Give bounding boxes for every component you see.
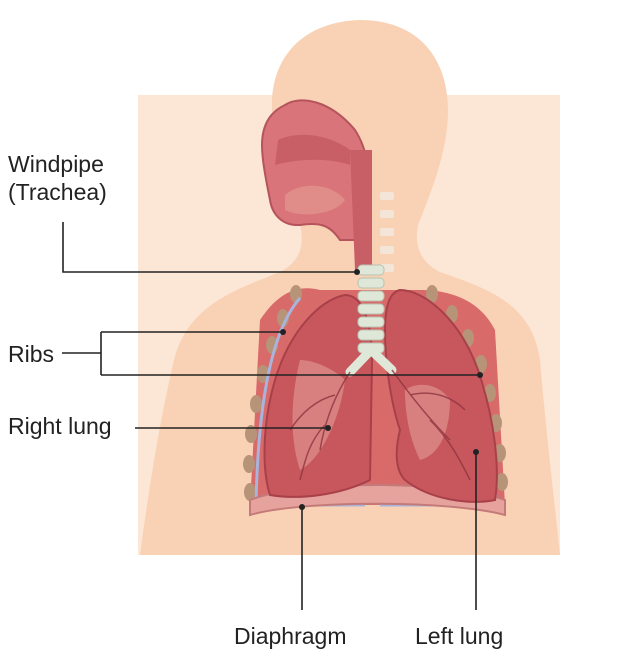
label-windpipe-line1: Windpipe	[8, 150, 107, 178]
trachea-rings	[358, 265, 384, 353]
label-ribs: Ribs	[8, 340, 54, 368]
label-left-lung: Left lung	[415, 622, 503, 650]
label-windpipe: Windpipe (Trachea)	[8, 150, 107, 206]
label-diaphragm: Diaphragm	[234, 622, 347, 650]
label-windpipe-line2: (Trachea)	[8, 178, 107, 206]
label-right-lung: Right lung	[8, 412, 112, 440]
